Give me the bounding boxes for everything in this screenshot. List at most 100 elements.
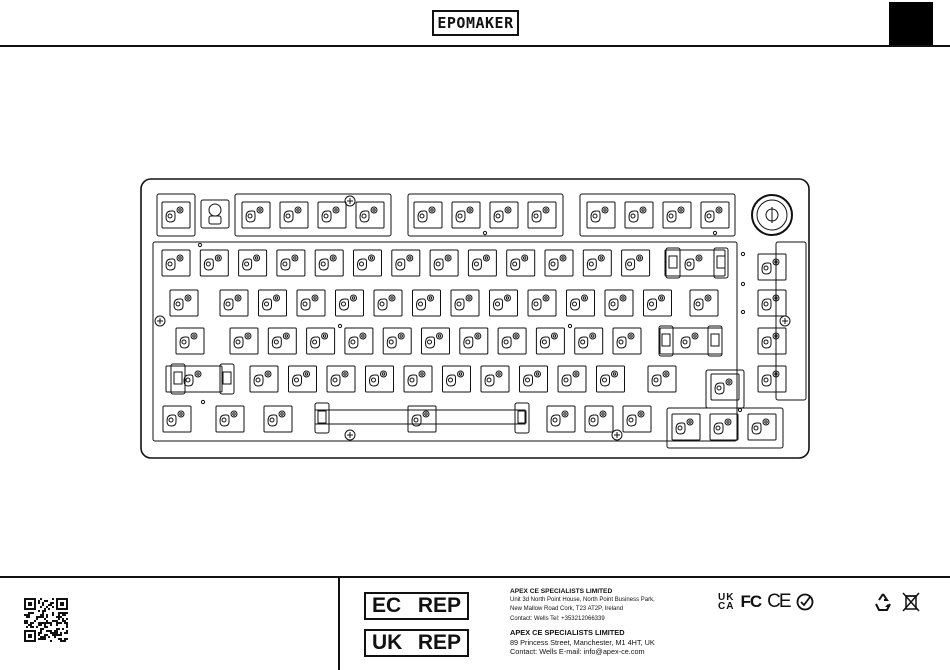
- key-f4-led-inner: [372, 208, 376, 212]
- qr-module: [42, 628, 44, 630]
- key-num-3: [276, 249, 306, 277]
- key-row4-1: [288, 365, 317, 393]
- mount-hole-3: [740, 251, 746, 257]
- key-lshift-pin: [185, 377, 191, 383]
- key-row2-3: [335, 289, 364, 317]
- key-f7-pin: [495, 213, 501, 219]
- key-row2-5-socket: [415, 298, 426, 311]
- key-row2-1-led: [273, 294, 280, 302]
- ec-company-name: APEX CE SPECIALISTS LIMITED: [510, 588, 613, 595]
- key-row4-2-led: [341, 370, 349, 378]
- qr-module: [50, 624, 52, 626]
- key-row2-7-socket: [492, 298, 503, 311]
- key-down: [709, 413, 739, 441]
- key-row2-4-led: [388, 294, 396, 302]
- key-right-led: [762, 418, 770, 426]
- qr-module: [32, 622, 34, 624]
- key-row4-4-led-inner: [420, 372, 424, 376]
- key-num-3-led-inner: [293, 256, 297, 260]
- key-row4-8-led: [572, 370, 580, 378]
- key-nav-2-led-inner: [774, 334, 778, 338]
- key-num-1-led: [214, 254, 222, 262]
- qr-module: [24, 614, 26, 616]
- key-row2-4-pin: [379, 301, 385, 307]
- key-nav-1-led-inner: [774, 296, 778, 300]
- key-num-3-led: [291, 254, 299, 262]
- qr-module: [44, 636, 46, 638]
- key-row2-0-pin: [225, 301, 231, 307]
- key-row2-7-led-inner: [505, 296, 510, 300]
- screw-cross-1: [157, 318, 163, 324]
- qr-module: [64, 612, 66, 614]
- main-cluster-outline: [152, 241, 738, 442]
- key-f10-socket: [628, 210, 639, 223]
- key-esc-pin: [167, 213, 173, 219]
- key-row4-7-pin: [525, 377, 530, 383]
- environment-marks: [873, 591, 921, 613]
- qr-module: [44, 618, 46, 620]
- key-row4-0-socket: [253, 374, 264, 387]
- key-tab-led: [184, 294, 192, 302]
- key-row2-3-led-inner: [351, 296, 356, 300]
- key-nav-1-pin: [763, 301, 769, 307]
- key-f5-socket: [417, 210, 428, 223]
- key-lalt-led-inner: [280, 412, 284, 416]
- mount-hole-7: [737, 407, 743, 413]
- key-row2-3-socket: [338, 298, 349, 311]
- key-rctrl: [622, 405, 652, 433]
- mount-hole-1: [337, 323, 343, 329]
- screw-cross-2: [782, 318, 788, 324]
- key-row3-3-socket: [348, 336, 359, 349]
- qr-module: [54, 634, 56, 636]
- key-rctrl-socket: [626, 414, 637, 427]
- key-f2: [279, 201, 309, 229]
- key-f5-led-inner: [430, 208, 434, 212]
- key-row2-6: [450, 289, 480, 317]
- key-lwin: [215, 405, 245, 433]
- qr-module: [38, 616, 40, 618]
- key-f11-led-inner: [679, 208, 683, 212]
- qr-module: [62, 620, 64, 622]
- key-num-11-pin: [588, 261, 594, 267]
- qr-module: [60, 634, 62, 636]
- key-row3-0-led-inner: [246, 334, 250, 338]
- check-circle-icon: [796, 593, 813, 611]
- qr-module: [62, 628, 64, 630]
- qr-module: [50, 632, 52, 634]
- qr-module: [28, 612, 30, 614]
- qr-module: [40, 614, 42, 616]
- key-num-1-pin: [205, 261, 211, 267]
- certification-marks: UK CA FC CE: [718, 591, 814, 613]
- key-row4-9-socket: [599, 374, 610, 387]
- qr-module: [58, 638, 60, 640]
- key-row2-1-socket: [261, 298, 272, 311]
- key-row4-6-pin: [486, 377, 492, 383]
- key-row3-0: [229, 327, 259, 355]
- key-right-led-inner: [764, 420, 768, 424]
- key-row2-2-socket: [300, 298, 311, 311]
- key-num-6-led: [406, 254, 414, 262]
- key-f9: [586, 201, 616, 229]
- key-f9-socket: [590, 210, 601, 223]
- key-f5: [413, 201, 443, 229]
- key-right-socket: [751, 422, 762, 435]
- key-row2-7: [489, 289, 518, 317]
- key-num-5-led: [368, 254, 375, 262]
- screw-cross-4: [614, 432, 620, 438]
- key-row2-9-socket: [569, 298, 580, 311]
- key-num-11-socket: [586, 258, 597, 271]
- recycle-icon: [875, 593, 891, 611]
- key-row2-9-pin: [572, 301, 577, 307]
- footer-rule: [0, 576, 950, 578]
- key-nav-3-pin: [763, 377, 769, 383]
- key-row2-11-led-inner: [659, 296, 664, 300]
- key-backspace: [664, 249, 726, 277]
- qr-module: [30, 622, 32, 624]
- key-num-0-socket: [165, 258, 176, 271]
- key-backslash: [689, 289, 719, 317]
- key-left-socket: [675, 422, 686, 435]
- qr-module: [64, 640, 66, 642]
- qr-module: [42, 638, 44, 640]
- qr-module: [52, 612, 54, 614]
- qr-module: [24, 620, 26, 622]
